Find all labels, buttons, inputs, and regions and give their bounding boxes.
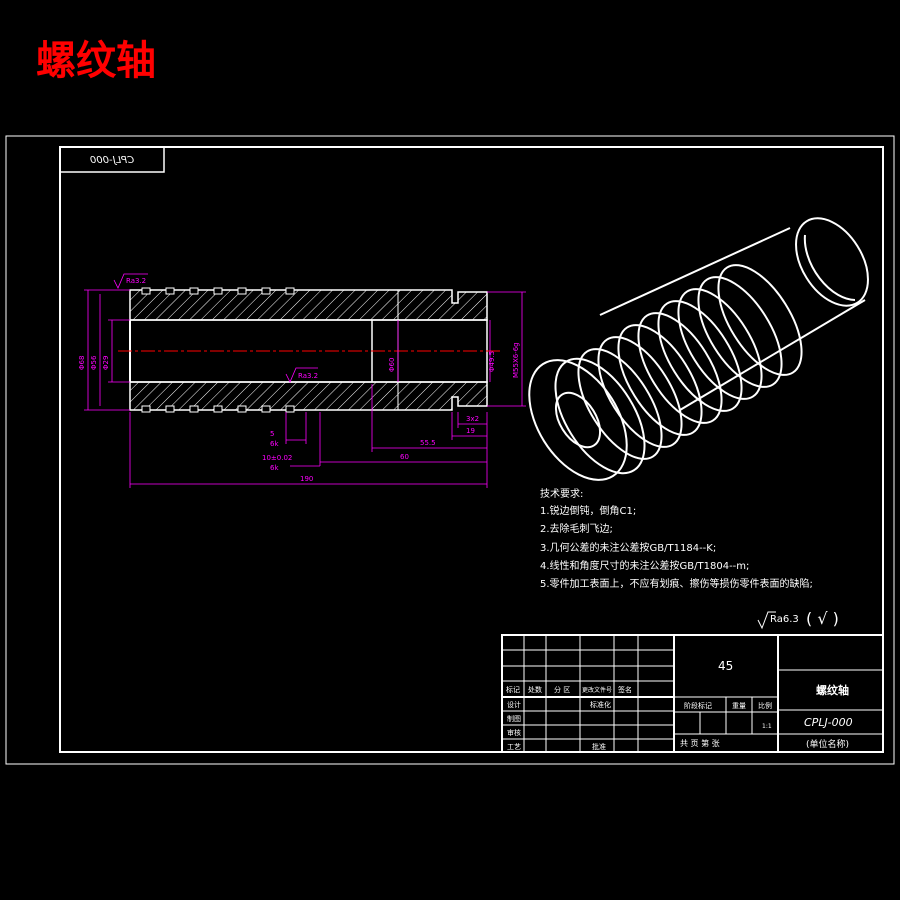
title-block bbox=[501, 634, 884, 753]
svg-text:1.锐边倒钝，倒角C1;: 1.锐边倒钝，倒角C1; bbox=[540, 504, 636, 517]
svg-text:Ra3.2: Ra3.2 bbox=[126, 277, 146, 285]
svg-text:签名: 签名 bbox=[618, 685, 632, 694]
svg-text:( √ ): ( √ ) bbox=[806, 609, 839, 628]
technical-requirements: 技术要求: 1.锐边倒钝，倒角C1; 2.去除毛刺飞边; 3.几何公差的未注公差… bbox=[540, 487, 813, 590]
svg-text:3.几何公差的未注公差按GB/T1184--K;: 3.几何公差的未注公差按GB/T1184--K; bbox=[540, 541, 716, 554]
svg-text:Φ60: Φ60 bbox=[388, 358, 396, 372]
svg-text:190: 190 bbox=[300, 475, 313, 483]
svg-text:设计: 设计 bbox=[507, 700, 521, 709]
dimension-texts: Ra3.2 Ra3.2 190 60 55.5 19 3x2 5 6k 10±0… bbox=[78, 277, 520, 483]
svg-text:阶段标记: 阶段标记 bbox=[684, 701, 712, 710]
svg-text:4.线性和角度尺寸的未注公差按GB/T1804--m;: 4.线性和角度尺寸的未注公差按GB/T1804--m; bbox=[540, 559, 749, 572]
shaft-3d-view bbox=[528, 217, 869, 481]
svg-text:处数: 处数 bbox=[528, 685, 542, 694]
svg-text:比例: 比例 bbox=[758, 701, 772, 710]
svg-text:19: 19 bbox=[466, 427, 475, 435]
svg-text:Φ68: Φ68 bbox=[78, 356, 86, 370]
svg-text:螺纹轴: 螺纹轴 bbox=[816, 683, 849, 697]
svg-text:Φ29: Φ29 bbox=[102, 356, 110, 370]
svg-text:Φ49.5: Φ49.5 bbox=[488, 351, 496, 372]
svg-text:标准化: 标准化 bbox=[590, 700, 611, 709]
dimensions bbox=[84, 273, 526, 488]
svg-text:更改文件号: 更改文件号 bbox=[582, 686, 612, 694]
svg-text:2.去除毛刺飞边;: 2.去除毛刺飞边; bbox=[540, 522, 613, 535]
svg-text:3x2: 3x2 bbox=[466, 415, 479, 423]
svg-text:(单位名称): (单位名称) bbox=[806, 738, 849, 750]
svg-text:批准: 批准 bbox=[592, 742, 606, 751]
svg-text:工艺: 工艺 bbox=[507, 743, 521, 751]
svg-text:6k: 6k bbox=[270, 440, 279, 448]
mirrored-drawing-code: CPLJ-000 bbox=[90, 155, 134, 166]
svg-text:1:1: 1:1 bbox=[762, 723, 772, 730]
svg-text:Ra3.2: Ra3.2 bbox=[298, 372, 318, 380]
svg-text:标记: 标记 bbox=[506, 685, 520, 694]
svg-text:重量: 重量 bbox=[732, 702, 746, 710]
svg-text:CPLJ-000: CPLJ-000 bbox=[804, 716, 853, 729]
svg-text:审核: 审核 bbox=[507, 728, 521, 737]
svg-text:共 页 第 张: 共 页 第 张 bbox=[680, 738, 720, 748]
svg-text:10±0.02: 10±0.02 bbox=[262, 454, 292, 462]
svg-text:55.5: 55.5 bbox=[420, 439, 436, 447]
shaft-section-view bbox=[118, 287, 500, 413]
drawing-title: 螺纹轴 bbox=[36, 38, 156, 84]
svg-text:5.零件加工表面上，不应有划痕、擦伤等损伤零件表面的缺陷;: 5.零件加工表面上，不应有划痕、擦伤等损伤零件表面的缺陷; bbox=[540, 577, 813, 590]
svg-text:制图: 制图 bbox=[507, 714, 521, 723]
sheet-inner-frame bbox=[59, 146, 884, 753]
svg-text:分 区: 分 区 bbox=[554, 685, 570, 694]
svg-text:45: 45 bbox=[718, 659, 733, 673]
sheet-outer-border bbox=[5, 135, 895, 765]
svg-text:5: 5 bbox=[270, 430, 274, 438]
svg-text:M55X6-6g: M55X6-6g bbox=[512, 342, 520, 378]
svg-text:60: 60 bbox=[400, 453, 409, 461]
svg-text:Ra6.3: Ra6.3 bbox=[770, 614, 799, 625]
code-box bbox=[59, 146, 165, 173]
title-block-text: 45 螺纹轴 CPLJ-000 (单位名称) 共 页 第 张 1:1 阶段标记 … bbox=[506, 659, 853, 751]
svg-text:Φ56: Φ56 bbox=[90, 355, 98, 370]
general-roughness: Ra6.3 ( √ ) bbox=[757, 609, 839, 630]
svg-text:6k: 6k bbox=[270, 464, 279, 472]
svg-text:技术要求:: 技术要求: bbox=[540, 487, 583, 500]
